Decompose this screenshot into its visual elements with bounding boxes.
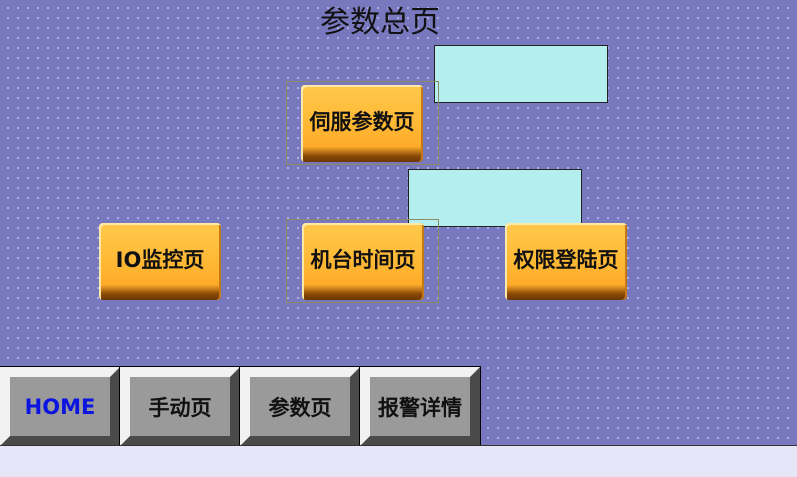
status-bar [0,445,797,477]
servo-params-button[interactable]: 伺服参数页 [301,85,423,162]
indicator-box-top [434,45,608,103]
alarm-details-button[interactable]: 报警详情 [359,366,481,447]
home-button[interactable]: HOME [0,366,121,447]
indicator-box-middle [408,169,582,227]
permission-login-button[interactable]: 权限登陆页 [505,223,627,300]
params-page-button[interactable]: 参数页 [239,366,361,447]
io-monitor-button[interactable]: IO监控页 [99,223,221,300]
manual-page-button[interactable]: 手动页 [119,366,241,447]
selection-frame-machine-time [286,219,439,303]
machine-time-button[interactable]: 机台时间页 [302,223,424,300]
bottom-navigation: HOME 手动页 参数页 报警详情 [0,366,481,447]
page-title: 参数总页 [320,5,440,40]
selection-frame-servo [286,81,439,165]
